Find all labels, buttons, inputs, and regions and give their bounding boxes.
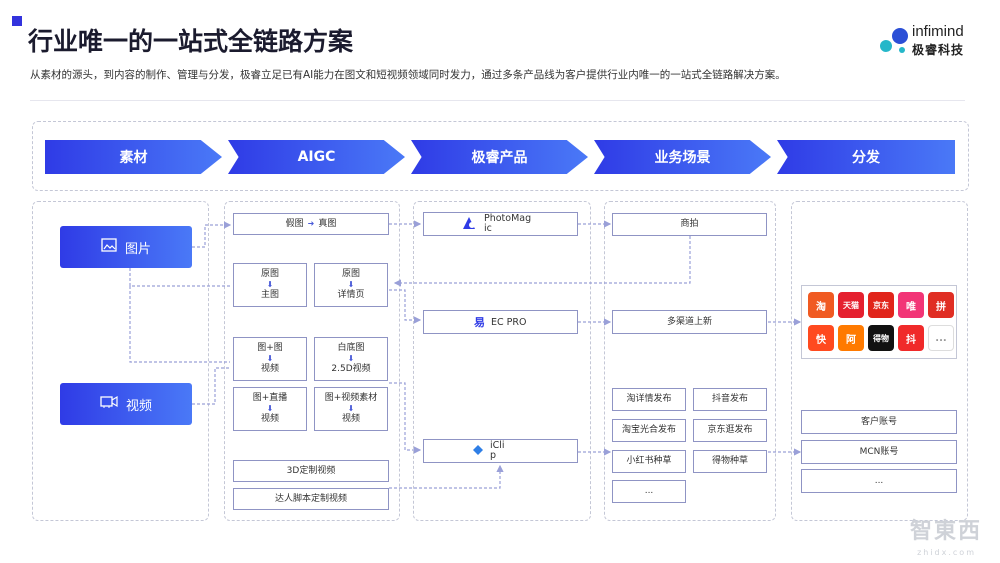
aigc-script-custom-video: 达人脚本定制视频 <box>233 488 389 510</box>
aigc-image-live-video: 图+直播⬇视频 <box>233 387 307 431</box>
iclip-label: iCli p <box>490 440 505 461</box>
live-bottom-label: 视频 <box>260 414 279 424</box>
vip-icon[interactable]: 唯 <box>898 292 924 318</box>
scene-item: 得物种草 <box>693 450 767 473</box>
main-top-label: 原图 <box>260 269 279 279</box>
aigc-detail-page: 原图⬇详情页 <box>314 263 388 307</box>
picture-icon <box>101 238 117 256</box>
scene-item: 淘宝光合发布 <box>612 419 686 442</box>
whitebg-bottom-label: 2.5D视频 <box>331 364 371 374</box>
arrow-down-icon: ⬇ <box>266 354 274 363</box>
source-image-label: 图片 <box>124 241 151 257</box>
ec-pro-logo-icon: 易 <box>474 316 485 329</box>
stage-aigc: AIGC <box>228 140 405 174</box>
distribution-column <box>791 201 968 521</box>
source-video-button[interactable]: 视频 <box>60 383 192 425</box>
iclip-logo-icon <box>472 444 484 459</box>
scene-commercial-shoot: 商拍 <box>612 213 767 236</box>
source-image-button[interactable]: 图片 <box>60 226 192 268</box>
tmall-icon[interactable]: 天猫 <box>838 292 864 318</box>
ec-pro-label: EC PRO <box>491 316 527 328</box>
arrow-down-icon: ⬇ <box>347 404 355 413</box>
logo-mark-icon <box>880 28 908 53</box>
scene-item: 抖音发布 <box>693 388 767 411</box>
arrow-down-icon: ⬇ <box>347 354 355 363</box>
material-bottom-label: 视频 <box>341 414 360 424</box>
arrow-right-icon: ➜ <box>307 219 315 228</box>
arrow-down-icon: ⬇ <box>347 280 355 289</box>
detail-top-label: 原图 <box>341 269 360 279</box>
account-more: ... <box>801 469 957 493</box>
stage-material: 素材 <box>45 140 222 174</box>
watermark-url: zhidx.com <box>917 548 976 557</box>
kuaishou-icon[interactable]: 快 <box>808 325 834 351</box>
title-accent <box>12 16 22 26</box>
imgvideo-bottom-label: 视频 <box>260 364 279 374</box>
photomagic-label: PhotoMag ic <box>484 213 532 234</box>
detail-bottom-label: 详情页 <box>337 290 365 300</box>
aigc-3d-custom-video: 3D定制视频 <box>233 460 389 482</box>
video-camera-icon <box>100 395 118 413</box>
stage-band <box>32 121 969 191</box>
more-icon[interactable]: ... <box>928 325 954 351</box>
arrow-down-icon: ⬇ <box>266 404 274 413</box>
material-column <box>32 201 209 521</box>
arrow-down-icon: ⬇ <box>266 280 274 289</box>
header-divider <box>30 100 965 101</box>
scene-multichannel: 多渠道上新 <box>612 310 767 334</box>
page-subtitle: 从素材的源头，到内容的制作、管理与分发，极睿立足已有AI能力在图文和短视频领域同… <box>30 69 786 81</box>
imgvideo-top-label: 图+图 <box>257 343 283 353</box>
jd-icon[interactable]: 京东 <box>868 292 894 318</box>
page-title: 行业唯一的一站式全链路方案 <box>28 27 354 56</box>
product-iclip[interactable]: iCli p <box>423 439 578 463</box>
aigc-main-image: 原图⬇主图 <box>233 263 307 307</box>
stage-product: 极睿产品 <box>411 140 588 174</box>
product-ec-pro[interactable]: 易 EC PRO <box>423 310 578 334</box>
alibaba-icon[interactable]: 阿 <box>838 325 864 351</box>
brand-logo: infimind 极睿科技 <box>878 22 988 62</box>
whitebg-top-label: 白底图 <box>337 343 365 353</box>
source-video-label: 视频 <box>125 398 152 414</box>
logo-text-cn: 极睿科技 <box>912 43 965 57</box>
scene-item: 淘详情发布 <box>612 388 686 411</box>
aigc-column <box>224 201 400 521</box>
dewu-icon[interactable]: 得物 <box>868 325 894 351</box>
logo-text-en: infimind <box>912 23 964 40</box>
aigc-image-material-video: 图+视频素材⬇视频 <box>314 387 388 431</box>
aigc-image-image-video: 图+图⬇视频 <box>233 337 307 381</box>
main-bottom-label: 主图 <box>260 290 279 300</box>
scene-item: 京东逛发布 <box>693 419 767 442</box>
scene-column <box>604 201 776 521</box>
account-mcn: MCN账号 <box>801 440 957 464</box>
aigc-fake-to-real: 假图 ➜ 真图 <box>233 213 389 235</box>
product-photomagic[interactable]: PhotoMag ic <box>423 212 578 236</box>
photomagic-logo-icon <box>462 216 476 233</box>
scene-item: ... <box>612 480 686 503</box>
pinduoduo-icon[interactable]: 拼 <box>928 292 954 318</box>
fake-image-label: 假图 <box>285 218 304 229</box>
watermark: 智東西 <box>909 519 982 544</box>
aigc-white-bg-25d: 白底图⬇2.5D视频 <box>314 337 388 381</box>
scene-item: 小红书种草 <box>612 450 686 473</box>
real-image-label: 真图 <box>318 218 337 229</box>
account-customer: 客户账号 <box>801 410 957 434</box>
taobao-icon[interactable]: 淘 <box>808 292 834 318</box>
platform-grid <box>801 285 957 359</box>
live-top-label: 图+直播 <box>252 393 288 403</box>
douyin-like-icon[interactable]: 抖 <box>898 325 924 351</box>
product-column <box>413 201 591 521</box>
stage-distribution: 分发 <box>777 140 955 174</box>
material-top-label: 图+视频素材 <box>324 393 378 403</box>
stage-scene: 业务场景 <box>594 140 771 174</box>
